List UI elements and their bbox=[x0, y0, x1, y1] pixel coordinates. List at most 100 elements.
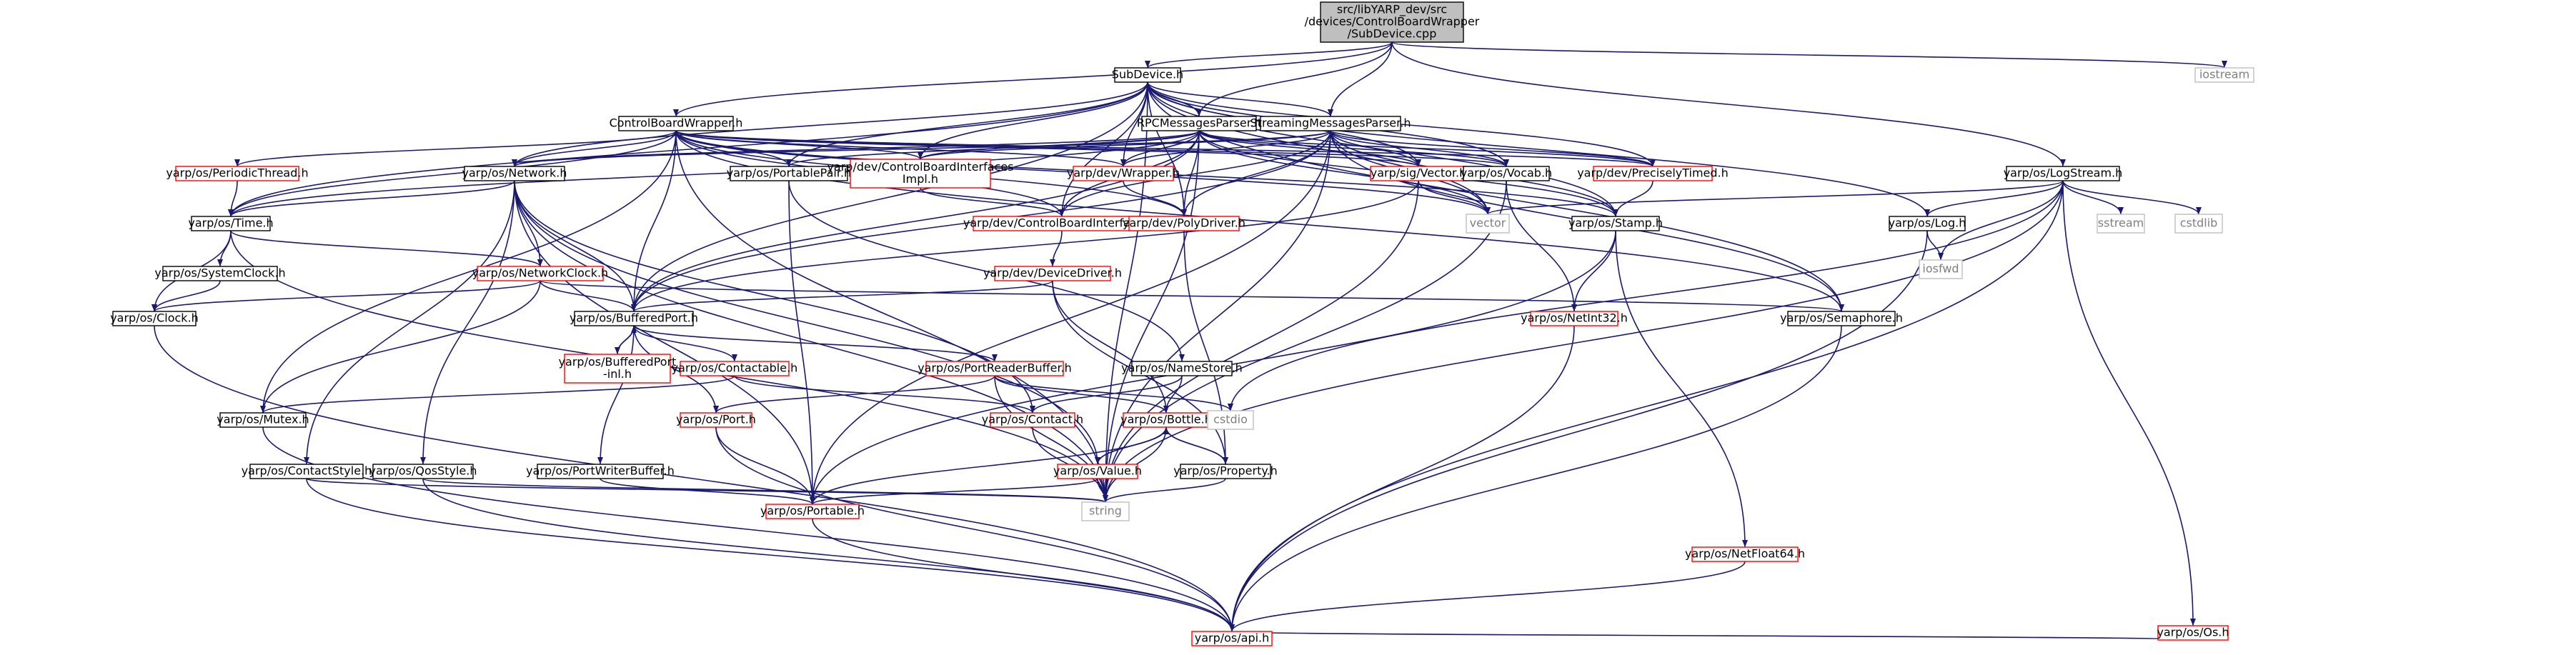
node-controlboardwrapper-h[interactable]: ControlBoardWrapper.h bbox=[610, 116, 743, 131]
node-box-systemclock-h bbox=[162, 266, 278, 281]
node-box-mutex-h bbox=[219, 412, 307, 428]
edge-portablepair_h-to-namestore_h bbox=[788, 180, 1183, 362]
node-portable-h[interactable]: yarp/os/Portable.h bbox=[760, 504, 865, 519]
node-box-iostream bbox=[2194, 67, 2254, 83]
node-namestore-h[interactable]: yarp/os/NameStore.h bbox=[1121, 361, 1243, 376]
node-wrapper-h[interactable]: yarp/dev/Wrapper.h bbox=[1067, 166, 1180, 181]
arrowhead-logstream_h-to-sstream bbox=[2118, 207, 2124, 214]
edge-preciselytimed_h-to-stamp_h bbox=[1615, 180, 1653, 217]
node-netfloat64-h[interactable]: yarp/os/NetFloat64.h bbox=[1685, 546, 1805, 562]
edge-contactstyle_h-to-api_h bbox=[306, 478, 1233, 632]
arrowhead-streamingmessagesparser_h-to-vocab_h bbox=[1503, 159, 1509, 166]
node-netint32-h[interactable]: yarp/os/NetInt32.h bbox=[1521, 311, 1628, 326]
node-log-h[interactable]: yarp/os/Log.h bbox=[1889, 216, 1966, 231]
node-devicedriver-h[interactable]: yarp/dev/DeviceDriver.h bbox=[983, 266, 1122, 281]
node-contactstyle-h[interactable]: yarp/os/ContactStyle.h bbox=[242, 464, 372, 479]
node-preciselytimed-h[interactable]: yarp/dev/PreciselyTimed.h bbox=[1577, 166, 1729, 181]
node-label-root-0: src/libYARP_dev/src bbox=[1337, 3, 1447, 17]
edge-root-to-streamingmessagesparser_h bbox=[1330, 41, 1393, 117]
node-box-iosfwd bbox=[1919, 259, 1963, 279]
node-label-iosfwd-0: iosfwd bbox=[1922, 262, 1959, 276]
edge-rpcmessagesparser_h-to-string bbox=[1105, 130, 1200, 503]
edge-bufferedport_h-to-portwriterbuffer_h bbox=[600, 325, 635, 465]
node-box-vocab-h bbox=[1463, 166, 1550, 181]
node-network-h[interactable]: yarp/os/Network.h bbox=[462, 166, 567, 181]
node-vocab-h[interactable]: yarp/os/Vocab.h bbox=[1461, 166, 1552, 181]
edge-streamingmessagesparser_h-to-cbi_h bbox=[1061, 130, 1331, 217]
arrowhead-cbi_impl_h-to-cbi_h bbox=[1059, 209, 1065, 216]
node-bufferedport-h[interactable]: yarp/os/BufferedPort.h bbox=[570, 311, 698, 326]
node-label-mutex-h-0: yarp/os/Mutex.h bbox=[217, 413, 309, 426]
edge-logstream_h-to-cstdlib bbox=[2062, 180, 2199, 215]
node-streamingmessagesparser-h[interactable]: StreamingMessagesParser.h bbox=[1250, 116, 1411, 131]
node-label-bottle-h-0: yarp/os/Bottle.h bbox=[1120, 413, 1212, 426]
node-contact-h[interactable]: yarp/os/Contact.h bbox=[982, 412, 1083, 428]
edge-controlboardwrapper_h-to-periodicthread_h bbox=[237, 130, 677, 167]
node-subdevice-h[interactable]: SubDevice.h bbox=[1112, 67, 1183, 83]
edge-network_h-to-contactstyle_h bbox=[306, 180, 515, 465]
node-portwriterbuffer-h[interactable]: yarp/os/PortWriterBuffer.h bbox=[526, 464, 675, 479]
node-box-netfloat64-h bbox=[1691, 546, 1799, 562]
node-systemclock-h[interactable]: yarp/os/SystemClock.h bbox=[154, 266, 286, 281]
arrowhead-logstream_h-to-cstdlib bbox=[2196, 207, 2202, 214]
edge-streamingmessagesparser_h-to-vector_h bbox=[1330, 130, 1419, 167]
node-vector-h[interactable]: yarp/sig/Vector.h bbox=[1370, 166, 1467, 181]
node-box-netint32-h bbox=[1530, 311, 1618, 326]
node-portreaderbuffer-h[interactable]: yarp/os/PortReaderBuffer.h bbox=[917, 361, 1072, 376]
arrowhead-subdevice_h-to-rpcmessagesparser_h bbox=[1196, 109, 1202, 116]
edge-value_h-to-bottle_h bbox=[1097, 426, 1167, 465]
edge-devicedriver_h-to-bottle_h bbox=[1052, 280, 1167, 414]
nodes-layer: src/libYARP_dev/src/devices/ControlBoard… bbox=[110, 1, 2254, 646]
edge-network_h-to-networkclock_h bbox=[514, 180, 541, 267]
node-clock-h[interactable]: yarp/os/Clock.h bbox=[110, 311, 199, 326]
node-logstream-h[interactable]: yarp/os/LogStream.h bbox=[2004, 166, 2123, 181]
node-box-logstream-h bbox=[2006, 166, 2120, 181]
arrowhead-controlboardwrapper_h-to-periodicthread_h bbox=[234, 159, 240, 166]
node-bottle-h[interactable]: yarp/os/Bottle.h bbox=[1120, 412, 1212, 428]
edge-networkclock_h-to-mutex_h bbox=[262, 280, 541, 414]
node-label-devicedriver-h-0: yarp/dev/DeviceDriver.h bbox=[983, 266, 1122, 280]
node-os-h[interactable]: yarp/os/Os.h bbox=[2157, 625, 2229, 641]
node-portablepair-h[interactable]: yarp/os/PortablePair.h bbox=[727, 166, 851, 181]
node-box-log-h bbox=[1889, 216, 1966, 231]
edge-value_h-to-portable_h bbox=[812, 478, 1098, 505]
arrowhead-time_h-to-systemclock_h bbox=[217, 259, 223, 266]
edge-portwriterbuffer_h-to-portable_h bbox=[600, 478, 813, 505]
arrowhead-logstream_h-to-log_h bbox=[1924, 209, 1930, 216]
edge-stamp_h-to-netfloat64_h bbox=[1615, 230, 1746, 548]
edge-subdevice_h-to-polydriver_h bbox=[1147, 81, 1185, 217]
node-periodicthread-h[interactable]: yarp/os/PeriodicThread.h bbox=[166, 166, 309, 181]
node-box-clock-h bbox=[112, 311, 197, 326]
node-label-bufferedport-h-0: yarp/os/BufferedPort.h bbox=[570, 311, 698, 325]
node-rpcmessagesparser-h[interactable]: RPCMessagesParser.h bbox=[1137, 116, 1261, 131]
node-label-log-h-0: yarp/os/Log.h bbox=[1889, 216, 1966, 230]
node-label-contactstyle-h-0: yarp/os/ContactStyle.h bbox=[242, 464, 372, 478]
node-contactable-h[interactable]: yarp/os/Contactable.h bbox=[672, 361, 798, 376]
node-stamp-h[interactable]: yarp/os/Stamp.h bbox=[1568, 216, 1663, 231]
arrowhead-cbi_h-to-devicedriver_h bbox=[1050, 259, 1055, 266]
node-label-bufferedport-inl-h-0: yarp/os/BufferedPort bbox=[559, 355, 677, 369]
edge-log_h-to-api_h bbox=[1231, 230, 1928, 632]
edge-namestore_h-to-bottle_h bbox=[1165, 375, 1183, 414]
arrowhead-streamingmessagesparser_h-to-vector_h bbox=[1416, 159, 1421, 166]
node-bufferedport-inl-h[interactable]: yarp/os/BufferedPort-inl.h bbox=[559, 354, 677, 384]
edge-rpcmessagesparser_h-to-vocab_h bbox=[1198, 130, 1507, 167]
node-polydriver-h[interactable]: yarp/dev/PolyDriver.h bbox=[1123, 216, 1245, 231]
node-semaphore-h[interactable]: yarp/os/Semaphore.h bbox=[1780, 311, 1903, 326]
node-port-h[interactable]: yarp/os/Port.h bbox=[676, 412, 756, 428]
edge-portreaderbuffer_h-to-bottle_h bbox=[994, 375, 1167, 414]
node-value-h[interactable]: yarp/os/Value.h bbox=[1053, 464, 1142, 479]
node-api-h[interactable]: yarp/os/api.h bbox=[1191, 631, 1273, 646]
arrowhead-stamp_h-to-netint32_h bbox=[1571, 304, 1577, 311]
node-label-logstream-h-0: yarp/os/LogStream.h bbox=[2004, 166, 2123, 180]
edge-bufferedport_inl_h-to-bufferedport_h bbox=[617, 325, 635, 355]
node-mutex-h[interactable]: yarp/os/Mutex.h bbox=[217, 412, 309, 428]
edge-root-to-iostream bbox=[1391, 41, 2225, 69]
node-qosstyle-h[interactable]: yarp/os/QosStyle.h bbox=[369, 464, 477, 479]
edge-netint32_h-to-api_h bbox=[1231, 325, 1575, 632]
node-label-cbi-impl-h-0: yarp/dev/ControlBoardInterfaces bbox=[827, 160, 1013, 174]
node-time-h[interactable]: yarp/os/Time.h bbox=[188, 216, 274, 231]
node-networkclock-h[interactable]: yarp/os/NetworkClock.h bbox=[472, 266, 608, 281]
node-property-h[interactable]: yarp/os/Property.h bbox=[1173, 464, 1278, 479]
